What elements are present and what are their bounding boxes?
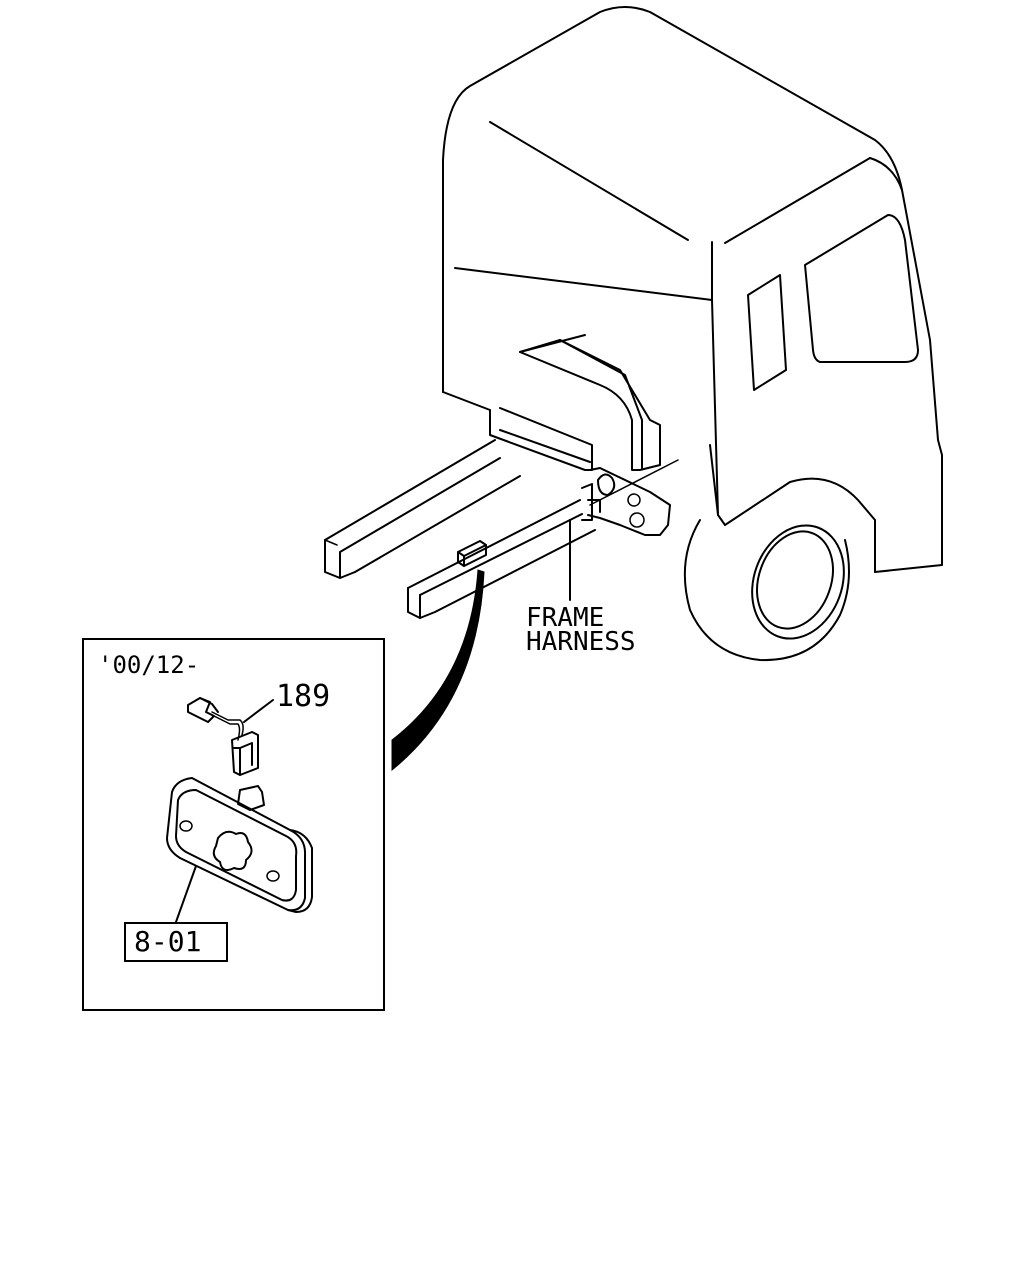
- front-wheel: [683, 519, 850, 662]
- detail-link-cable: [391, 569, 485, 772]
- part-number-189[interactable]: 189: [276, 679, 331, 714]
- frame-harness-label-line2: HARNESS: [526, 627, 636, 657]
- reference-number-801[interactable]: 8-01: [134, 925, 202, 958]
- pigtail-connector: [187, 697, 259, 776]
- cab-mount: [489, 339, 661, 471]
- frame-rails: [324, 439, 596, 619]
- frame-harness-label-line1: FRAME: [526, 603, 605, 633]
- date-code-label: '00/12-: [98, 651, 200, 679]
- frame-bracket: [581, 459, 679, 536]
- detail-view: [166, 697, 313, 923]
- truck-cab: [442, 6, 943, 573]
- ref-box-801: [124, 922, 228, 962]
- detail-frame: [82, 638, 385, 1011]
- marker-lamp: [166, 777, 313, 913]
